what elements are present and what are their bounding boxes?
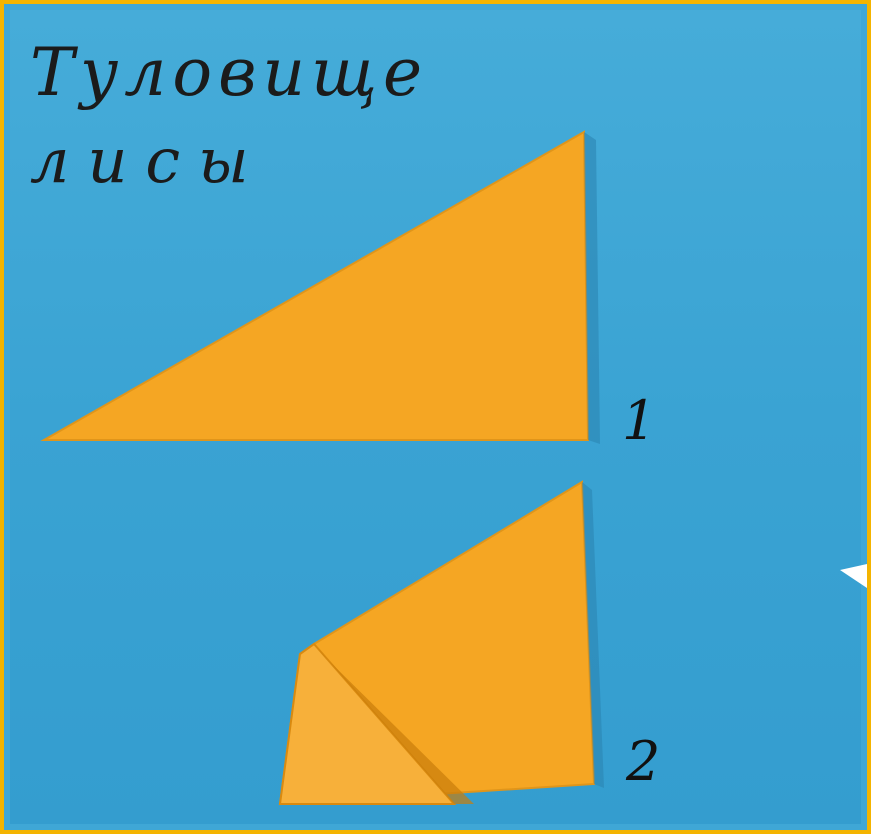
triangle-step1-shadow (584, 132, 600, 444)
title-line-1: Туловище (30, 34, 429, 111)
paper-shapes (40, 130, 867, 806)
step-number-1: 1 (622, 389, 657, 452)
title-line-2: лисы (30, 124, 267, 197)
shape-step2-shadow (582, 482, 604, 788)
white-paper-corner (840, 564, 867, 588)
step-number-2: 2 (626, 730, 661, 793)
